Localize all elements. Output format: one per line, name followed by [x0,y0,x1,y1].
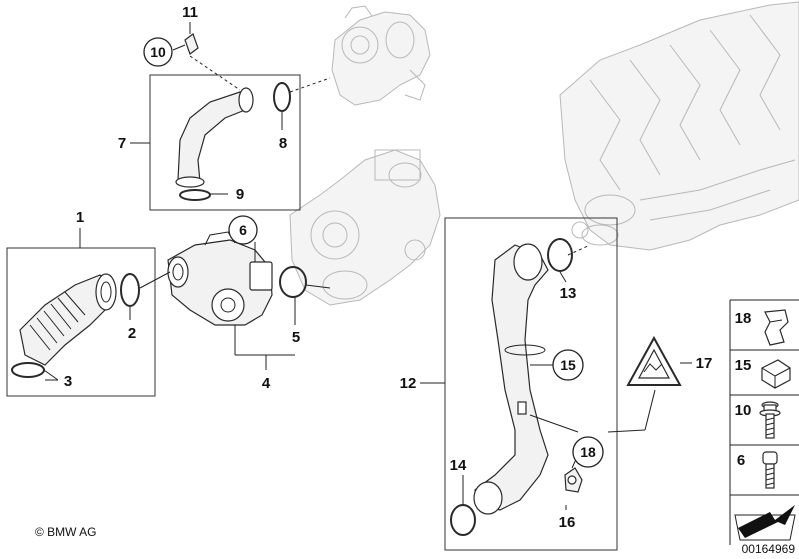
legend-number-10: 10 [735,402,752,419]
callout-8: 8 [279,135,287,152]
bracket-11 [184,33,199,55]
callout-11: 11 [182,4,198,21]
callout-18: 18 [580,444,596,460]
callout-10: 10 [150,44,166,60]
group-frame-1 [6,247,156,397]
hardware-legend: 18 15 10 6 [729,299,799,545]
leader-lines [43,22,692,510]
callout-18-circle [572,436,604,468]
diagram-number: 00164969 [742,542,796,556]
sensor-16 [564,467,583,493]
curved-charge-pipe [175,87,254,188]
legend-number-15: 15 [735,357,752,374]
callout-5: 5 [292,329,300,346]
clip-icon [764,309,789,346]
callout-13: 13 [560,285,577,302]
callout-9: 9 [236,186,244,203]
hose-clamp-ring-2 [120,273,140,307]
warning-label-17 [626,335,682,386]
callout-3: 3 [64,373,72,390]
copyright: © BMW AG [35,525,97,539]
callout-2: 2 [128,325,136,342]
callout-4: 4 [262,375,271,392]
legend-number-6: 6 [737,452,745,469]
callout-14: 14 [450,457,467,474]
long-charge-pipe [473,243,549,515]
seal-ring-3 [11,362,45,378]
group-frame-7 [149,74,301,211]
clamp-nut-icon [761,359,791,389]
seal-ring-5 [279,266,307,298]
upper-turbocharger-outline [331,5,431,106]
callout-16: 16 [559,514,576,531]
intake-bellows-hose [19,273,117,366]
callout-15-circle [552,349,584,381]
callout-7: 7 [118,135,126,152]
callout-15: 15 [560,357,576,373]
callout-10-circle [143,37,173,67]
flange-bolt-icon [759,401,781,439]
group-frame-12 [444,217,618,551]
seal-ring-14 [450,504,476,536]
legend-number-18: 18 [735,310,752,327]
callout-6-circle [228,215,258,245]
callout-1: 1 [76,209,84,226]
socket-screw-icon [762,451,778,489]
callout-12: 12 [400,375,417,392]
lower-turbocharger-outline [289,149,441,306]
callout-6: 6 [239,222,247,238]
callout-17: 17 [696,355,713,372]
diagonal-arrow-icon [734,505,796,541]
intake-manifold-outline [559,1,799,251]
seal-ring-13 [547,238,573,272]
adapter-housing [167,231,273,326]
seal-ring-8 [273,82,291,112]
seal-ring-9 [179,189,211,201]
